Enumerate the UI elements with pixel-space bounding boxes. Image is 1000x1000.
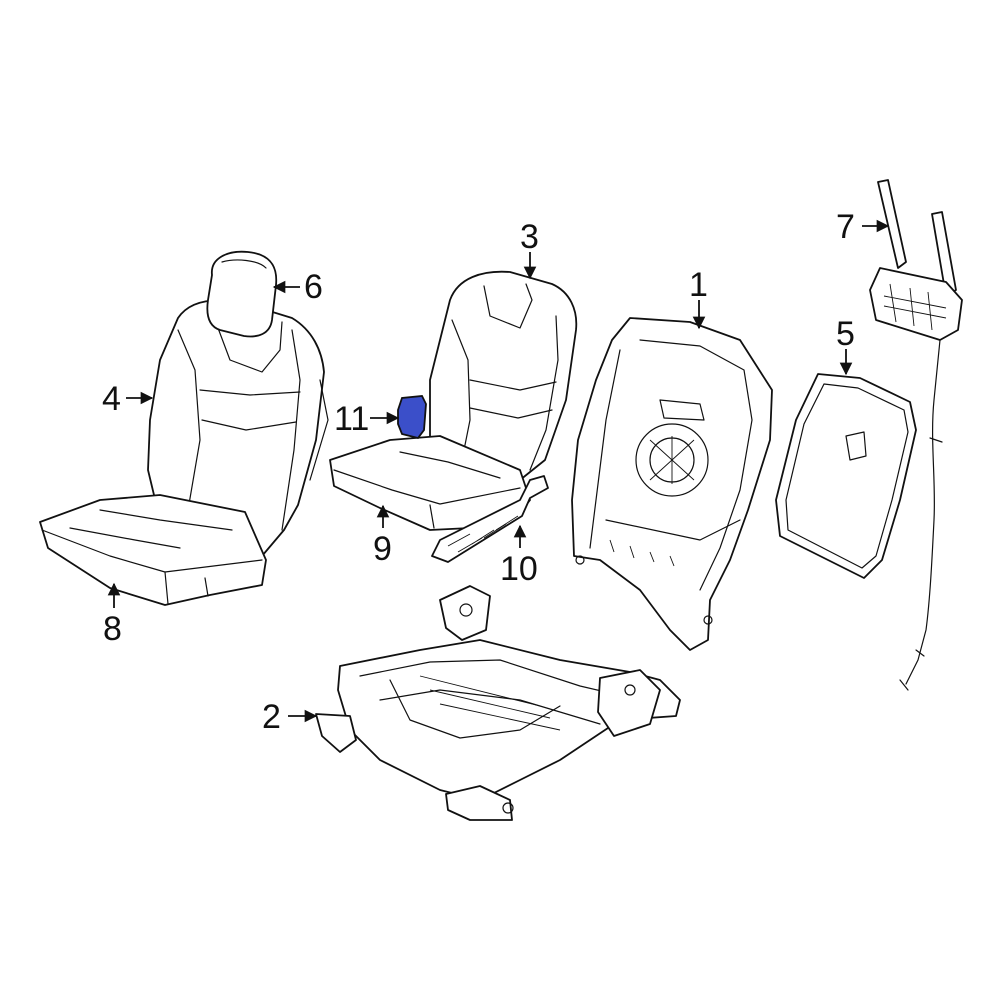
callout-6: 6 (304, 268, 323, 306)
seat-back-panel (775, 373, 917, 579)
callout-1: 1 (689, 266, 708, 304)
callout-labels: 1 2 3 4 5 6 7 8 9 10 11 (102, 208, 855, 736)
headrest-guide-assembly (869, 179, 963, 691)
callout-3: 3 (520, 218, 539, 256)
seat-cushion (39, 494, 267, 606)
callout-2: 2 (262, 698, 281, 736)
callout-5: 5 (836, 315, 855, 353)
callout-4: 4 (102, 380, 121, 418)
headrest (206, 250, 278, 338)
callout-8: 8 (103, 610, 122, 648)
seat-adjuster-frame (315, 585, 681, 821)
callout-9: 9 (373, 530, 392, 568)
complete-seat-assembly (39, 250, 329, 606)
cover-assembly (329, 270, 578, 563)
callout-11: 11 (334, 400, 369, 438)
leader-lines (107, 219, 890, 723)
highlighted-part-11 (397, 395, 427, 440)
callout-7: 7 (836, 208, 855, 246)
callout-10: 10 (500, 550, 538, 588)
seat-back-trim-cover (429, 270, 578, 481)
trim-panel (431, 475, 549, 563)
seat-back-frame (571, 317, 773, 651)
